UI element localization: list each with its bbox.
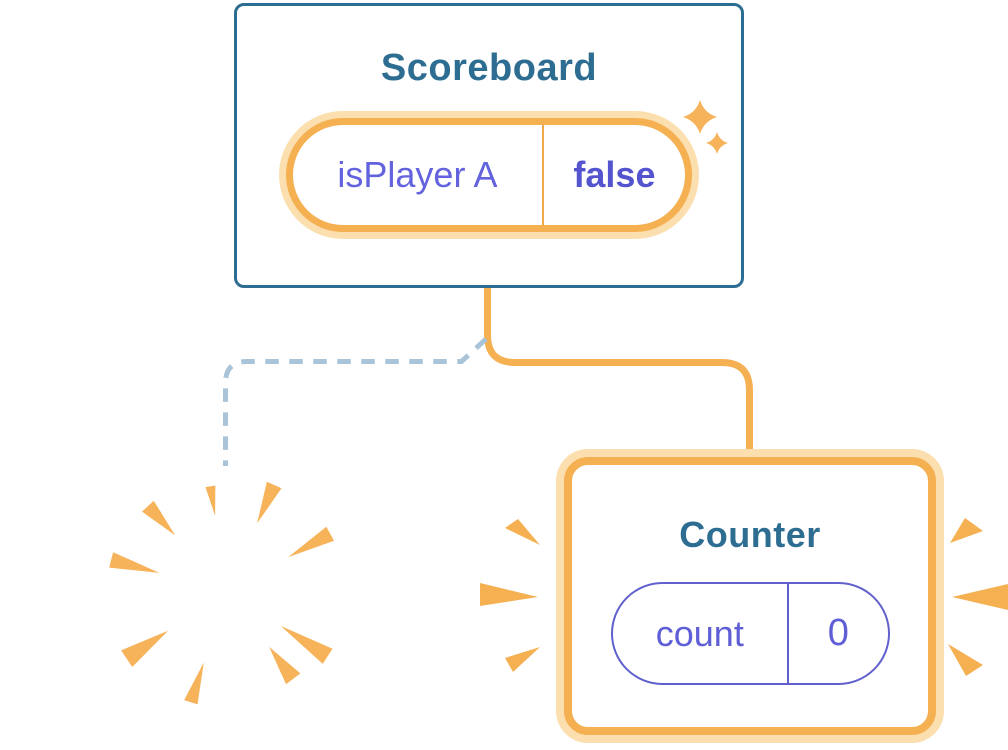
counter-state-pill: count 0 <box>610 582 890 686</box>
emphasis-burst-icon <box>480 518 1008 676</box>
edge-solid-orange <box>484 283 753 455</box>
destroyed-component-card <box>87 451 367 731</box>
scoreboard-title: Scoreboard <box>380 47 598 89</box>
counter-title: Counter <box>679 514 821 555</box>
state-value: false <box>573 153 656 195</box>
scoreboard-card: Scoreboard isPlayer A false <box>234 3 744 288</box>
counter-card: Counter count 0 <box>564 457 936 735</box>
scoreboard-state-pill: isPlayer A false <box>286 117 692 232</box>
state-key: isPlayer A <box>293 124 544 225</box>
edge-dashed-blue <box>223 337 488 466</box>
state-value: 0 <box>827 612 849 655</box>
poof-burst-icon <box>109 481 335 705</box>
sparkles-icon <box>683 100 728 154</box>
state-key: count <box>613 584 790 684</box>
